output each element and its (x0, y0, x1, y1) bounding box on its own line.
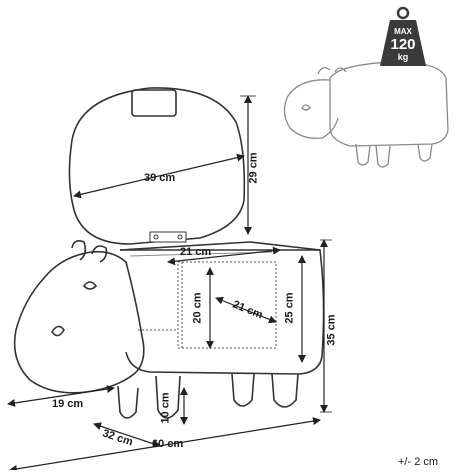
hippo-legs (117, 373, 299, 419)
head-length-label: 19 cm (52, 398, 84, 410)
total-length-label: 60 cm (152, 438, 184, 450)
weight-badge-value: 120 (390, 36, 416, 53)
inner-height-label: 20 cm (191, 292, 204, 324)
weight-icon: MAX 120 kg (378, 6, 428, 68)
leg-height-label: 10 cm (159, 392, 172, 424)
lid-height-label: 29 cm (247, 152, 260, 184)
lid-width-label: 39 cm (144, 172, 176, 184)
weight-badge-max: MAX (394, 27, 412, 36)
hinge (149, 231, 187, 243)
body-height-label: 25 cm (283, 292, 296, 324)
inner-width-label: 21 cm (180, 246, 212, 258)
weight-badge-unit: kg (397, 52, 409, 62)
weight-shape (380, 6, 426, 66)
hippo-head (13, 240, 145, 394)
preview-hippo-illustration (283, 61, 449, 168)
inner-storage-box (138, 261, 277, 349)
dimension-lines (7, 95, 332, 473)
total-height-label: 35 cm (325, 314, 338, 346)
tolerance-label: +/- 2 cm (398, 456, 439, 468)
lid-outline (68, 87, 246, 245)
